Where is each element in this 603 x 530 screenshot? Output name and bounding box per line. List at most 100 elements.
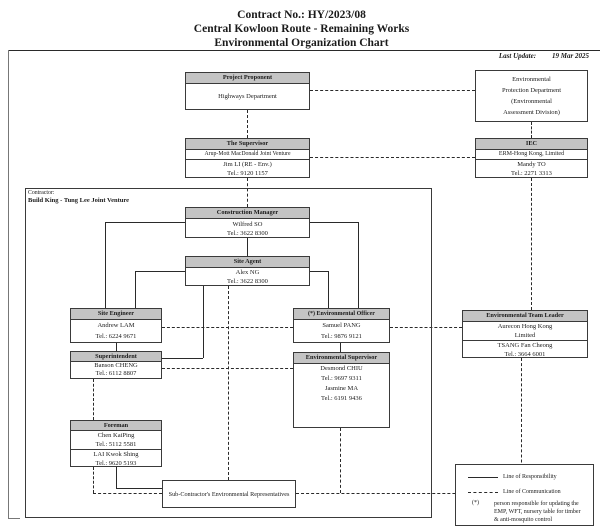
connector-iec-etl: [531, 178, 532, 310]
environmental-team-leader-name: TSANG Fan Cheong: [497, 342, 553, 349]
epd-line-2: Protection Department: [501, 87, 562, 94]
connector-epd-iec: [531, 122, 532, 138]
connector-supervisor-construction-manager: [247, 178, 248, 207]
contractor-container: [25, 188, 432, 518]
site-agent-box: Site Agent Alex NG Tel.: 3622 8300: [185, 256, 310, 286]
iec-header: IEC: [476, 139, 587, 150]
last-update-label: Last Update:: [498, 52, 537, 60]
epd-line-1: Environmental: [512, 76, 551, 83]
construction-manager-header: Construction Manager: [186, 208, 309, 219]
connector-proponent-supervisor: [247, 110, 248, 138]
connector-superintendent-foreman: [93, 379, 94, 420]
iec-name: Mandy TO: [517, 161, 546, 168]
last-update: Last Update: 19 Mar 2025: [499, 52, 589, 60]
site-engineer-tel: Tel.: 6224 9671: [95, 333, 137, 340]
supervisor-org: Arup-Mott MacDonald Joint Venture: [204, 151, 291, 157]
project-proponent-header: Project Proponent: [186, 73, 309, 84]
environmental-team-leader-org-2: Limited: [514, 332, 536, 339]
superintendent-tel: Tel.: 6112 8807: [95, 370, 137, 377]
last-update-date: 19 Mar 2025: [552, 52, 589, 60]
iec-tel: Tel.: 2271 3313: [511, 170, 552, 177]
connector-cm-right-stub: [310, 222, 358, 223]
foreman-tel-1: Tel.: 5112 5581: [95, 441, 137, 448]
header-rule: [8, 50, 600, 51]
foreman-name-1: Chen KaiPing: [97, 432, 135, 439]
site-engineer-name: Andrew LAM: [97, 322, 135, 329]
connector-sa-right-stub: [310, 271, 328, 272]
foreman-header: Foreman: [71, 421, 161, 431]
connector-foreman-subcontractor-horizontal: [116, 488, 162, 489]
subcontractor-box: Sub-Contractor's Environmental Represent…: [162, 480, 296, 508]
connector-bottom-right-dashed: [296, 493, 521, 494]
legend-communication-label: Line of Communication: [503, 489, 561, 495]
environmental-officer-name: Samuel PANG: [322, 322, 361, 329]
iec-org: ERM-Hong Kong, Limited: [498, 151, 565, 157]
iec-box: IEC ERM-Hong Kong, Limited Mandy TO Tel.…: [475, 138, 588, 178]
site-engineer-header: Site Engineer: [71, 309, 161, 320]
epd-line-3: (Environmental: [511, 98, 552, 105]
connector-foreman-bottom-dashed: [93, 467, 94, 493]
environmental-officer-tel: Tel.: 9876 9121: [321, 333, 362, 340]
page-left-border: [8, 50, 9, 518]
connector-sa-superintendent-vertical: [203, 286, 204, 358]
foreman-tel-2: Tel.: 9620 5193: [95, 460, 137, 467]
superintendent-box: Superintendent Banson CHENG Tel.: 6112 8…: [70, 351, 162, 379]
contractor-label-name: Build King - Tung Lee Joint Venture: [28, 197, 130, 204]
legend-asterisk-note: person responsible for updating the EMP,…: [494, 501, 581, 523]
foreman-name-2: LAI Kwok Shing: [93, 451, 139, 458]
epd-line-4: Assessment Division): [503, 109, 560, 116]
environmental-team-leader-tel: Tel.: 3664 6001: [504, 351, 546, 358]
connector-env-officer-env-supervisor: [340, 343, 341, 352]
environmental-supervisor-tel-1: Tel.: 9697 9311: [321, 375, 362, 382]
superintendent-name: Banson CHENG: [94, 362, 138, 369]
subcontractor-label: Sub-Contractor's Environmental Represent…: [168, 490, 290, 498]
connector-site-engineer-env-officer: [162, 327, 293, 328]
environmental-supervisor-header: Environmental Supervisor: [294, 353, 389, 364]
legend-box: Line of Responsibility Line of Communica…: [455, 464, 594, 526]
chart-name-title: Environmental Organization Chart: [214, 37, 389, 49]
connector-etl-bottom: [521, 358, 522, 493]
connector-env-supervisor-bottom: [340, 428, 341, 493]
environmental-team-leader-box: Environmental Team Leader Aurecon Hong K…: [462, 310, 588, 358]
environmental-team-leader-header: Environmental Team Leader: [463, 311, 587, 322]
environmental-supervisor-box: Environmental Supervisor Desmond CHIU Te…: [293, 352, 390, 428]
construction-manager-name: Wilfred SO: [232, 221, 263, 228]
site-agent-name: Alex NG: [235, 269, 260, 276]
superintendent-header: Superintendent: [71, 352, 161, 362]
connector-site-engineer-superintendent: [116, 343, 117, 351]
construction-manager-box: Construction Manager Wilfred SO Tel.: 36…: [185, 207, 310, 238]
project-proponent-org: Highways Department: [218, 93, 277, 100]
project-name-title: Central Kowloon Route - Remaining Works: [193, 23, 410, 35]
supervisor-name: Jim LI (RE - Env.): [223, 161, 272, 168]
construction-manager-tel: Tel.: 3622 8300: [227, 230, 268, 237]
environmental-supervisor-tel-2: Tel.: 6191 9436: [321, 395, 362, 402]
connector-supervisor-iec: [310, 157, 475, 158]
connector-site-agent-subcontractor: [228, 286, 229, 480]
connector-proponent-epd: [310, 90, 475, 91]
solid-line-sample: [468, 476, 498, 478]
connector-bottom-left-dashed: [93, 493, 162, 494]
connector-sa-left-stub: [135, 271, 185, 272]
page-bottom-border-stub: [8, 518, 20, 519]
site-agent-header: Site Agent: [186, 257, 309, 268]
connector-sa-superintendent-horizontal: [162, 358, 203, 359]
connector-foreman-subcontractor-vertical: [116, 467, 117, 488]
environmental-team-leader-org-1: Aurecon Hong Kong: [497, 323, 553, 330]
connector-superintendent-env-supervisor: [162, 368, 293, 369]
foreman-box: Foreman Chen KaiPing Tel.: 5112 5581 LAI…: [70, 420, 162, 467]
contractor-label: Contractor: Build King - Tung Lee Joint …: [28, 190, 129, 205]
connector-sa-site-engineer: [135, 271, 136, 308]
legend-responsibility-label: Line of Responsibility: [503, 474, 557, 480]
connector-cm-env-officer: [358, 222, 359, 308]
contractor-label-prefix: Contractor:: [28, 190, 55, 196]
site-engineer-box: Site Engineer Andrew LAM Tel.: 6224 9671: [70, 308, 162, 343]
environmental-officer-header: (*) Environmental Officer: [294, 309, 389, 320]
project-proponent-box: Project Proponent Highways Department: [185, 72, 310, 110]
supervisor-tel: Tel.: 9120 1157: [227, 170, 268, 177]
connector-env-officer-etl: [390, 327, 462, 328]
contract-number-title: Contract No.: HY/2023/08: [237, 9, 366, 21]
connector-sa-env-officer: [328, 271, 329, 308]
site-agent-tel: Tel.: 3622 8300: [227, 278, 268, 285]
environmental-supervisor-name-1: Desmond CHIU: [320, 365, 363, 372]
